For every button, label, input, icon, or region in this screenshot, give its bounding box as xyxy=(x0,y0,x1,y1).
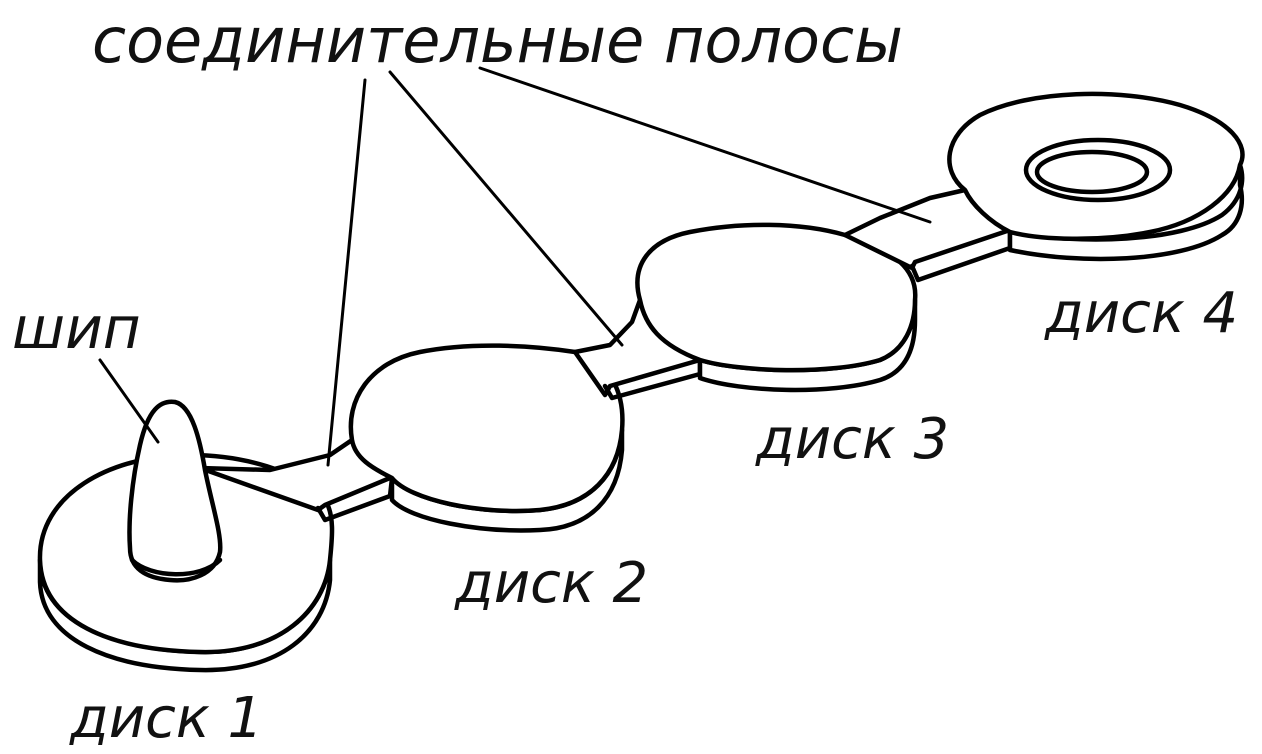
leader-lines xyxy=(98,66,932,467)
spike xyxy=(127,399,223,583)
disc-3 xyxy=(635,222,918,393)
disc-3-label: диск 3 xyxy=(755,407,949,472)
disc-4-hole-inner xyxy=(1034,149,1150,195)
leader-strip-2 xyxy=(388,70,624,347)
disc-4-label: диск 4 xyxy=(1044,281,1238,346)
disc-3-top xyxy=(635,222,918,373)
spike-shape xyxy=(127,399,223,583)
spike-label: шип xyxy=(12,294,141,362)
leader-strip-1 xyxy=(326,78,367,467)
connecting-strips-label: соединительные полосы xyxy=(92,4,903,77)
disc-1-label: диск 1 xyxy=(69,686,263,751)
disc-2-top xyxy=(348,343,625,514)
disc-4-edge xyxy=(1007,162,1245,262)
leader-spike xyxy=(98,358,160,444)
disc-2-label: диск 2 xyxy=(454,551,648,616)
disc-2 xyxy=(348,343,625,533)
leader-strip-3 xyxy=(478,66,932,224)
disc-4 xyxy=(947,91,1245,262)
spike-base-shadow xyxy=(129,557,223,577)
